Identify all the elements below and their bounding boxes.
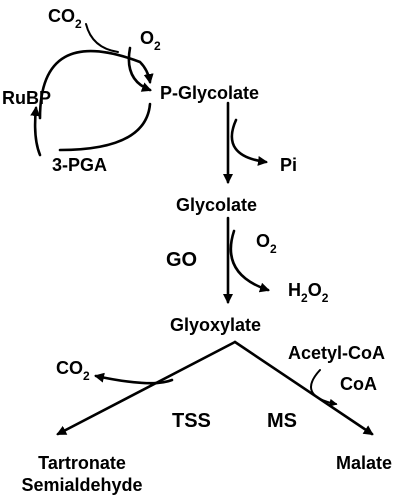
glyoxylate-label: Glyoxylate bbox=[170, 315, 261, 335]
o2-h2o2-curve bbox=[229, 229, 270, 293]
o2-top-label: O2 bbox=[140, 28, 161, 53]
glycolate-label: Glycolate bbox=[176, 195, 257, 215]
pi-label: Pi bbox=[280, 155, 297, 175]
cycle-arc-pglycolate-to-pga bbox=[58, 102, 152, 152]
enzyme-tss-label: TSS bbox=[172, 410, 211, 432]
o2-mid-label: O2 bbox=[256, 231, 277, 256]
rubp-label: RuBP bbox=[2, 88, 51, 108]
h2o2-label: H2O2 bbox=[288, 280, 329, 305]
enzyme-go-label: GO bbox=[166, 249, 197, 271]
p-glycolate-label: P-Glycolate bbox=[160, 83, 259, 103]
cycle-arc-pga-to-rubp bbox=[30, 106, 42, 157]
pi-release-curve bbox=[230, 118, 268, 166]
acetylcoa-coa-curve bbox=[310, 369, 338, 407]
arrow-to-malate bbox=[233, 340, 374, 436]
pga-label: 3-PGA bbox=[52, 155, 107, 175]
malate-label: Malate bbox=[336, 453, 392, 473]
coa-label: CoA bbox=[340, 374, 377, 394]
cycle-arc-rubp-to-pglycolate bbox=[38, 49, 154, 120]
acetyl-coa-label: Acetyl-CoA bbox=[288, 343, 385, 363]
o2-input-arrow bbox=[127, 46, 152, 92]
enzyme-ms-label: MS bbox=[267, 410, 297, 432]
tartronate-label-line2: Semialdehyde bbox=[21, 475, 142, 495]
tartronate-label-line1: Tartronate bbox=[38, 453, 126, 473]
co2-input-curve bbox=[85, 23, 119, 53]
co2-release-curve bbox=[94, 372, 174, 385]
co2-top-label: CO2 bbox=[48, 6, 82, 31]
co2-left-label: CO2 bbox=[56, 358, 90, 383]
arrow-to-tartronate bbox=[56, 340, 237, 436]
